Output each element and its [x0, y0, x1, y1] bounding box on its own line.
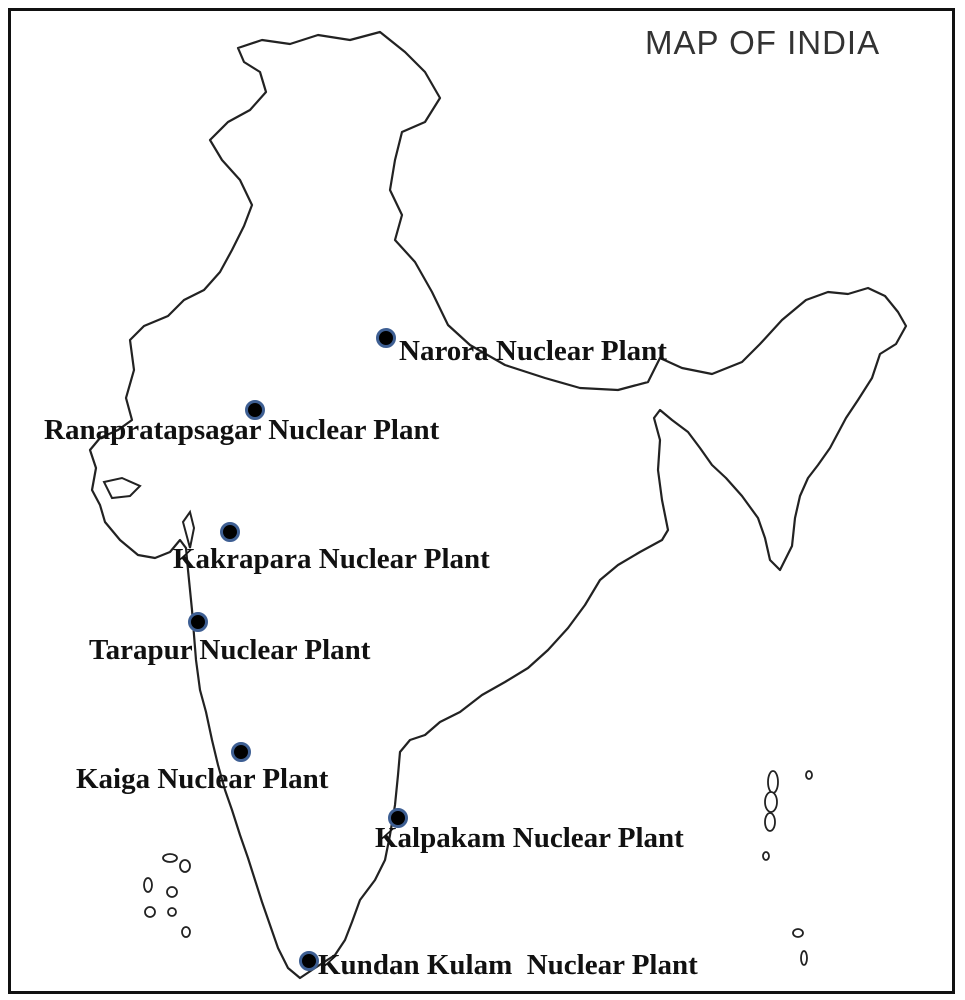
kundankulam-plant-label: Kundan Kulam Nuclear Plant	[318, 949, 698, 981]
map-title: MAP OF INDIA	[645, 24, 881, 61]
kundankulam-plant-marker[interactable]	[299, 951, 319, 971]
kaiga-plant-marker[interactable]	[231, 742, 251, 762]
kalpakam-plant-marker[interactable]	[388, 808, 408, 828]
ranapratapsagar-plant-marker[interactable]	[245, 400, 265, 420]
kalpakam-plant-label: Kalpakam Nuclear Plant	[375, 822, 684, 854]
narora-plant-marker[interactable]	[376, 328, 396, 348]
gulf-of-kutch-outline	[102, 476, 142, 500]
gulf-of-khambhat-outline	[181, 509, 196, 549]
kakrapara-plant-label: Kakrapara Nuclear Plant	[173, 543, 490, 575]
india-mainland-outline	[88, 30, 908, 980]
kakrapara-plant-marker[interactable]	[220, 522, 240, 542]
tarapur-plant-label: Tarapur Nuclear Plant	[89, 634, 371, 666]
lakshadweep-islands	[143, 853, 191, 938]
tarapur-plant-marker[interactable]	[188, 612, 208, 632]
ranapratapsagar-plant-label: Ranapratapsagar Nuclear Plant	[44, 414, 440, 446]
narora-plant-label: Narora Nuclear Plant	[399, 335, 667, 367]
andaman-nicobar-islands	[762, 770, 813, 966]
kaiga-plant-label: Kaiga Nuclear Plant	[76, 763, 329, 795]
